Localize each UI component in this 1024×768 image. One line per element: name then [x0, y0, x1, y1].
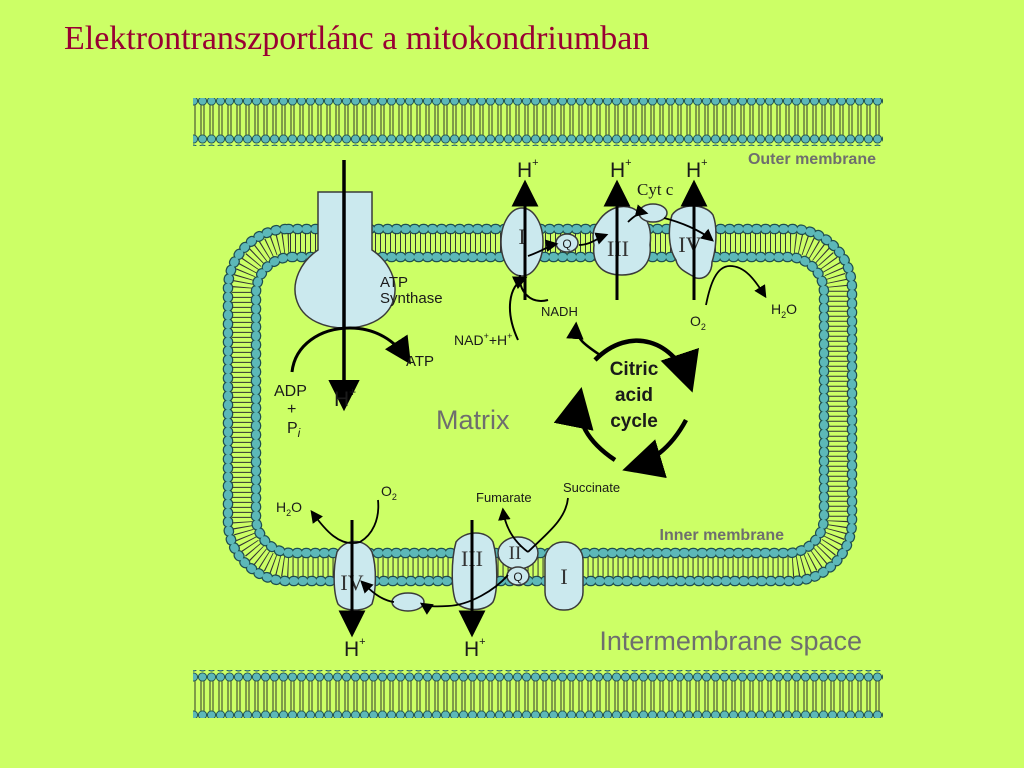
complex-iii-bottom: III	[451, 532, 498, 611]
complex-ii-bottom: II	[497, 536, 539, 570]
adp-label: ADP	[274, 383, 307, 400]
fumarate-arrow	[498, 507, 529, 553]
proton-label-complex-iii-bottom: H+	[464, 636, 486, 661]
succinate-line	[527, 497, 569, 553]
nadh-label: NADH	[541, 304, 578, 319]
o2-label-top: O2	[690, 313, 706, 332]
proton-label-complex-iv: H+	[686, 157, 708, 182]
citric-cycle-line1: Citric	[610, 359, 659, 380]
inner-membrane-label: Inner membrane	[660, 527, 785, 544]
proton-label-complex-i: H+	[517, 157, 539, 182]
q-to-cytc-arrow-bottom	[419, 574, 509, 615]
proton-label-complex-iii: H+	[610, 157, 632, 182]
h2o-label-top: H2O	[771, 301, 797, 320]
outer-membrane-top	[193, 98, 883, 146]
proton-label-atp-synthase: H+	[334, 385, 356, 411]
succinate-label: Succinate	[563, 480, 620, 495]
citric-cycle-line2: acid	[615, 385, 653, 406]
atp-label: ATP	[406, 353, 434, 370]
pi-label: Pi	[287, 420, 301, 440]
adp-to-atp-arrow	[290, 326, 411, 373]
proton-label-complex-iv-bottom: H+	[344, 636, 366, 661]
complex-ii-label: II	[509, 543, 522, 564]
nad-label: NAD++H+	[454, 331, 512, 348]
page-title: Elektrontranszportlánc a mitokondriumban	[64, 20, 650, 57]
h2o-label-bottom: H2O	[276, 499, 302, 518]
q-label-bottom: Q	[513, 570, 522, 584]
complex-i-bottom: I	[544, 541, 584, 611]
iii-to-cytc-arrow	[627, 204, 649, 223]
intermembrane-space-label: Intermembrane space	[599, 626, 862, 656]
atp-synthase-label-2: Synthase	[380, 290, 443, 307]
i-to-q-arrow	[527, 239, 559, 257]
cytochrome-c-bottom	[391, 592, 425, 612]
atp-synthase-label-1: ATP	[380, 274, 408, 291]
complex-i-top: I	[500, 207, 544, 277]
adp-plus: +	[287, 401, 296, 418]
outer-membrane-bottom	[193, 670, 883, 718]
nadh-line	[518, 274, 549, 302]
cytochrome-c-label: Cyt c	[637, 180, 674, 199]
citric-cycle-line3: cycle	[610, 411, 658, 432]
outer-membrane-label: Outer membrane	[748, 151, 876, 168]
o2-to-h2o-arrow-bottom	[310, 499, 380, 545]
q-to-iii-arrow	[578, 232, 609, 246]
complex-iv-bottom: IV	[333, 540, 377, 611]
matrix-label: Matrix	[436, 405, 510, 435]
complex-iv-label: IV	[678, 232, 701, 257]
ubiquinone-top: Q	[555, 233, 579, 253]
cytc-to-iv-arrow-bottom	[360, 580, 395, 603]
o2-label-bottom: O2	[381, 483, 397, 502]
complex-i-label: I	[518, 224, 525, 249]
o2-to-h2o-arrow-top	[705, 265, 767, 306]
cytc-to-iv-arrow	[663, 217, 714, 242]
fumarate-label: Fumarate	[476, 490, 532, 505]
citric-acid-cycle: Citric acid cycle	[553, 321, 699, 479]
ubiquinone-bottom: Q	[506, 566, 530, 586]
q-label: Q	[562, 237, 571, 251]
complex-i-label-bottom: I	[560, 564, 567, 589]
